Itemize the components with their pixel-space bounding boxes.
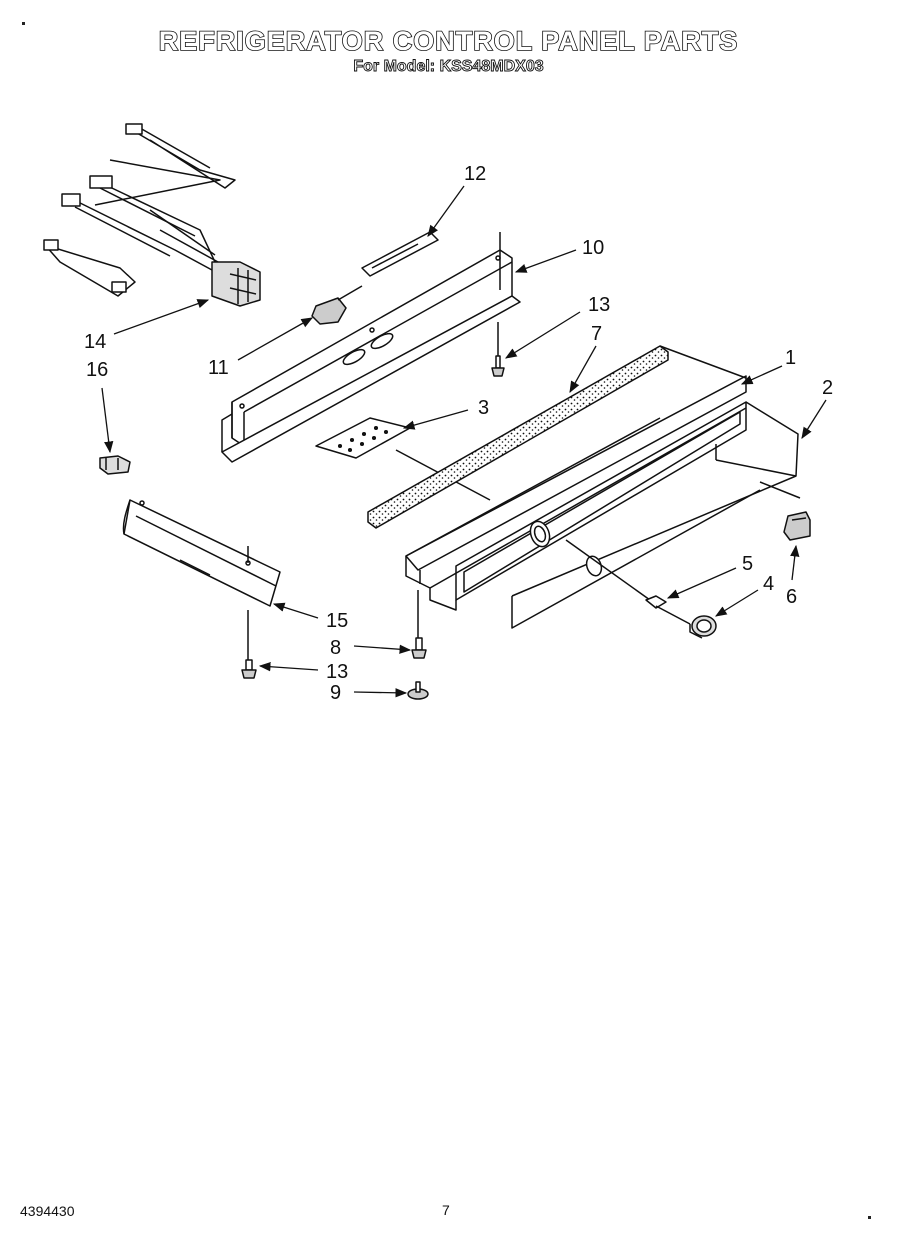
wire-harness-part xyxy=(43,123,261,307)
page-title: REFRIGERATOR CONTROL PANEL PARTS xyxy=(158,25,739,57)
leader-6 xyxy=(790,544,800,581)
callout-2: 2 xyxy=(822,377,833,399)
document-number: 4394430 xyxy=(20,1203,75,1219)
page-number: 7 xyxy=(442,1202,450,1218)
trim-panel-part xyxy=(122,499,281,660)
leader-7 xyxy=(569,345,597,394)
callout-5: 5 xyxy=(742,553,753,575)
registration-mark xyxy=(22,22,25,25)
connector-part xyxy=(99,455,131,475)
leader-9 xyxy=(353,688,408,698)
switch-part xyxy=(759,481,811,541)
callout-11: 11 xyxy=(208,357,229,379)
callout-3: 3 xyxy=(478,397,489,419)
leader-14 xyxy=(113,299,210,335)
leader-12 xyxy=(427,185,465,237)
knob-part xyxy=(689,615,717,639)
registration-mark xyxy=(868,1216,871,1219)
washer-part xyxy=(407,681,429,700)
leader-16 xyxy=(101,387,114,454)
leader-4 xyxy=(715,589,759,617)
callout-15: 15 xyxy=(326,610,348,632)
clip-part xyxy=(645,595,691,625)
leader-1 xyxy=(740,365,783,385)
callout-6: 6 xyxy=(786,586,797,608)
leader-5 xyxy=(666,567,737,599)
callout-1: 1 xyxy=(785,347,796,369)
leader-13-lower xyxy=(258,662,319,672)
callout-13-lower: 13 xyxy=(326,661,348,683)
model-subtitle: For Model: KSS48MDX03 xyxy=(353,58,544,76)
leader-15 xyxy=(272,602,319,619)
callout-12: 12 xyxy=(464,163,486,185)
leader-10 xyxy=(514,249,577,273)
callout-14: 14 xyxy=(84,331,106,353)
leader-2 xyxy=(801,399,827,439)
callout-8: 8 xyxy=(330,637,341,659)
leader-11 xyxy=(237,317,314,361)
callout-10: 10 xyxy=(582,237,604,259)
leader-8 xyxy=(353,644,412,654)
leader-3 xyxy=(402,409,469,430)
screw-part xyxy=(411,590,427,659)
callout-16: 16 xyxy=(86,359,108,381)
screw-part xyxy=(491,322,505,377)
thermostat-part xyxy=(311,285,363,325)
callout-4: 4 xyxy=(763,573,774,595)
mounting-bracket-part xyxy=(221,232,521,463)
callout-13-upper: 13 xyxy=(588,294,610,316)
leader-13-upper xyxy=(505,311,581,359)
callout-9: 9 xyxy=(330,682,341,704)
control-housing-part xyxy=(405,345,747,611)
screw-part xyxy=(241,659,257,679)
end-cap-part xyxy=(511,401,799,629)
sensor-tube-part xyxy=(361,231,439,277)
callout-7: 7 xyxy=(591,323,602,345)
